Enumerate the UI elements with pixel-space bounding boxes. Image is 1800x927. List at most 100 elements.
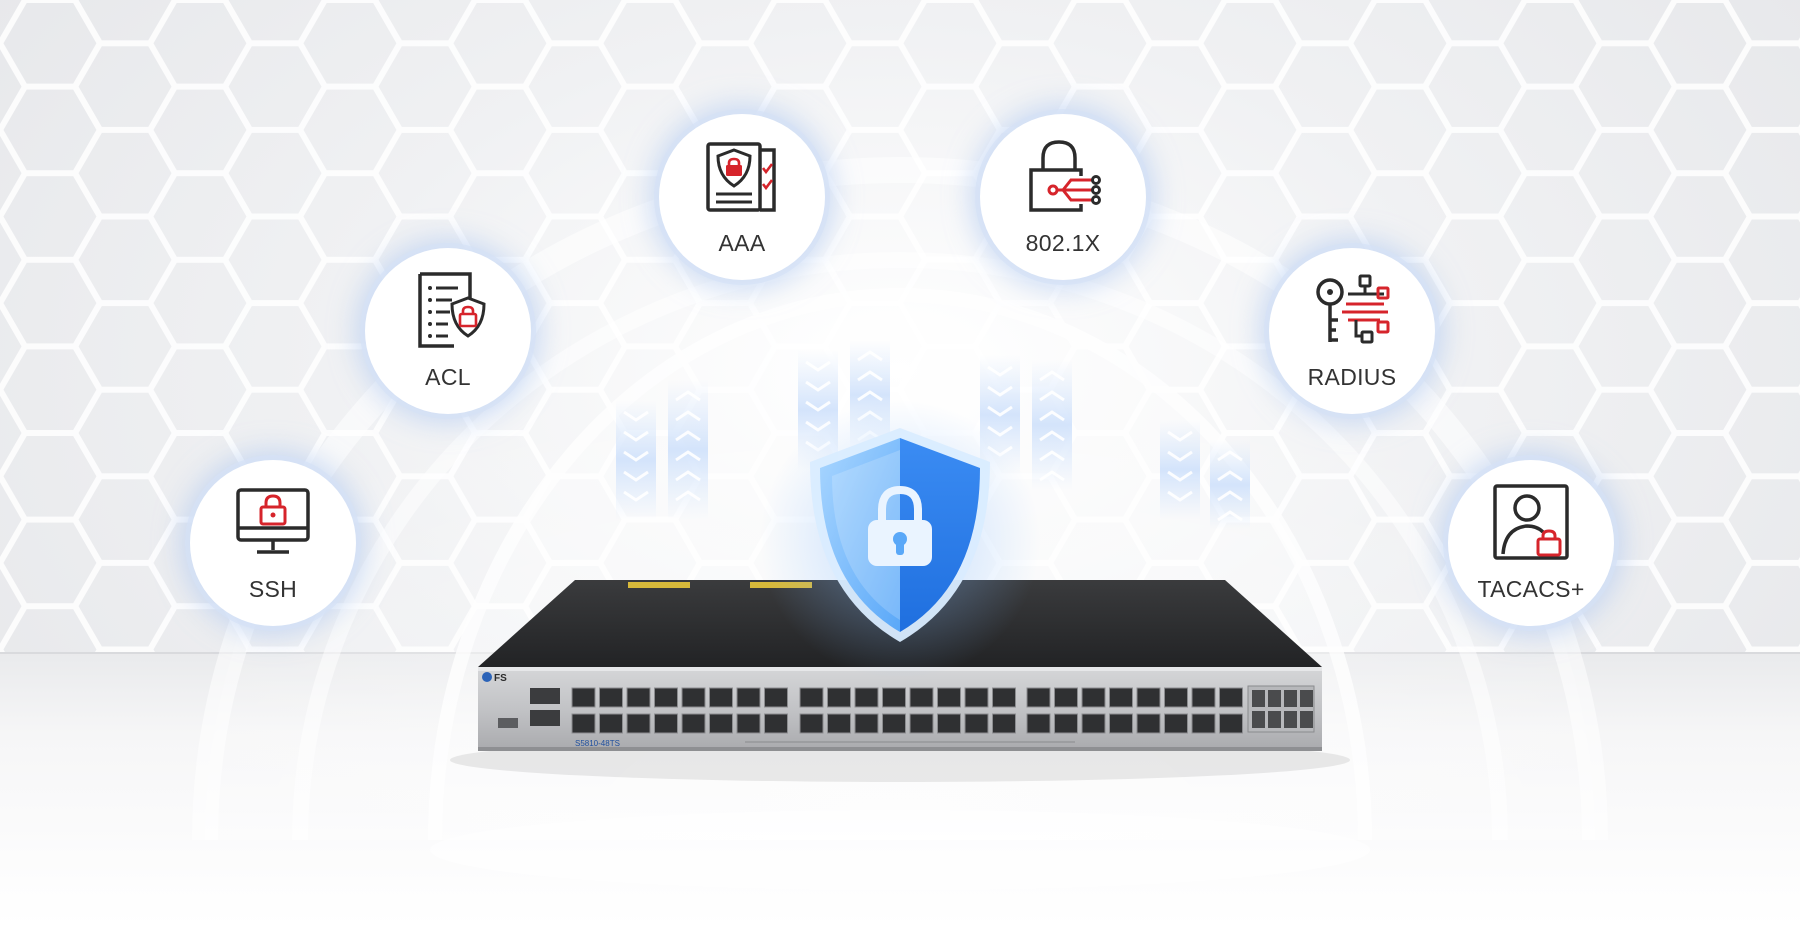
switch-brand: FS	[494, 673, 507, 684]
ethernet-port	[654, 713, 678, 734]
ethernet-port	[799, 687, 824, 708]
ethernet-port	[937, 713, 961, 734]
monitor-lock-icon	[236, 488, 310, 554]
tacacs-label: TACACS+	[1477, 576, 1585, 602]
aaa-label: AAA	[718, 230, 766, 256]
ethernet-port	[827, 687, 851, 708]
ethernet-port	[1219, 687, 1243, 708]
ethernet-port	[1081, 713, 1106, 734]
chevron-down-icon	[623, 450, 649, 462]
ethernet-port	[736, 687, 761, 708]
chevron-down-icon	[987, 405, 1013, 417]
chevron-down-icon	[805, 400, 831, 412]
ethernet-port	[736, 713, 761, 734]
chevron-up-icon	[675, 410, 701, 422]
chevron-down-icon	[1167, 470, 1193, 482]
ethernet-port	[799, 713, 824, 734]
tacacs-badge: TACACS+	[1448, 460, 1614, 626]
ethernet-port	[964, 713, 989, 734]
chevron-up-icon	[1217, 470, 1243, 482]
padlock-icon	[868, 485, 932, 566]
chevron-up-icon	[857, 370, 883, 382]
chevron-up-icon	[675, 430, 701, 442]
ethernet-port	[964, 687, 989, 708]
chevron-down-icon	[623, 470, 649, 482]
chevron-up-icon	[1039, 450, 1065, 462]
ssh-label: SSH	[248, 576, 298, 602]
flow-column	[668, 380, 708, 520]
ethernet-port	[571, 713, 596, 734]
user-lock-icon	[1493, 484, 1569, 560]
chevron-up-icon	[675, 390, 701, 402]
chevron-down-icon	[623, 410, 649, 422]
ethernet-port	[909, 713, 934, 734]
ethernet-port	[1191, 687, 1216, 708]
chevron-down-icon	[1167, 430, 1193, 442]
ethernet-port	[882, 687, 906, 708]
ethernet-port	[626, 687, 651, 708]
chevron-down-icon	[805, 360, 831, 372]
flow-column	[1160, 420, 1200, 520]
dot1x-label: 802.1X	[1025, 230, 1101, 256]
flow-column	[1032, 360, 1072, 490]
chevron-down-icon	[987, 385, 1013, 397]
ethernet-port	[626, 713, 651, 734]
ethernet-port	[571, 687, 596, 708]
ethernet-port	[1164, 713, 1188, 734]
ethernet-port	[1191, 713, 1216, 734]
ethernet-port	[1109, 687, 1133, 708]
ethernet-port	[654, 687, 678, 708]
chevron-up-icon	[675, 490, 701, 502]
chevron-up-icon	[1039, 430, 1065, 442]
ethernet-port	[599, 713, 623, 734]
ethernet-port	[1026, 687, 1051, 708]
ethernet-port	[1164, 687, 1188, 708]
ethernet-port	[681, 687, 706, 708]
ethernet-port	[764, 687, 788, 708]
ethernet-port	[909, 687, 934, 708]
chevron-up-icon	[1039, 390, 1065, 402]
ethernet-port	[992, 713, 1016, 734]
dot1x-badge: 802.1X	[980, 114, 1146, 280]
circuit-lock-icon	[1029, 140, 1101, 212]
chevron-up-icon	[675, 470, 701, 482]
radius-badge: RADIUS	[1269, 248, 1435, 414]
chevron-down-icon	[805, 380, 831, 392]
ethernet-port	[992, 687, 1016, 708]
document-shield-icon	[418, 272, 486, 348]
ethernet-port	[1026, 713, 1051, 734]
chevron-down-icon	[987, 365, 1013, 377]
ethernet-port	[937, 687, 961, 708]
certificate-shield-icon	[706, 142, 776, 212]
acl-label: ACL	[425, 364, 471, 390]
ethernet-port	[1136, 687, 1161, 708]
ethernet-port	[709, 713, 733, 734]
chevron-down-icon	[1167, 490, 1193, 502]
switch-model: S5810-48TS	[575, 739, 620, 748]
sfp-ports	[1252, 690, 1313, 728]
chevron-up-icon	[1039, 470, 1065, 482]
chevron-up-icon	[1039, 370, 1065, 382]
chevron-up-icon	[857, 390, 883, 402]
radius-label: RADIUS	[1307, 364, 1397, 390]
chevron-up-icon	[1217, 490, 1243, 502]
ethernet-port	[827, 713, 851, 734]
chevron-down-icon	[623, 430, 649, 442]
ethernet-port	[709, 687, 733, 708]
ethernet-port	[1219, 713, 1243, 734]
acl-badge: ACL	[365, 248, 531, 414]
ethernet-port	[1054, 713, 1078, 734]
fs-logo-mark	[482, 672, 492, 682]
ethernet-port	[1081, 687, 1106, 708]
ethernet-port	[882, 713, 906, 734]
key-network-icon	[1316, 274, 1390, 344]
ethernet-port	[1054, 687, 1078, 708]
chevron-down-icon	[623, 490, 649, 502]
ethernet-port	[764, 713, 788, 734]
flow-column	[1210, 440, 1250, 530]
chevron-down-icon	[987, 425, 1013, 437]
ethernet-port	[599, 687, 623, 708]
